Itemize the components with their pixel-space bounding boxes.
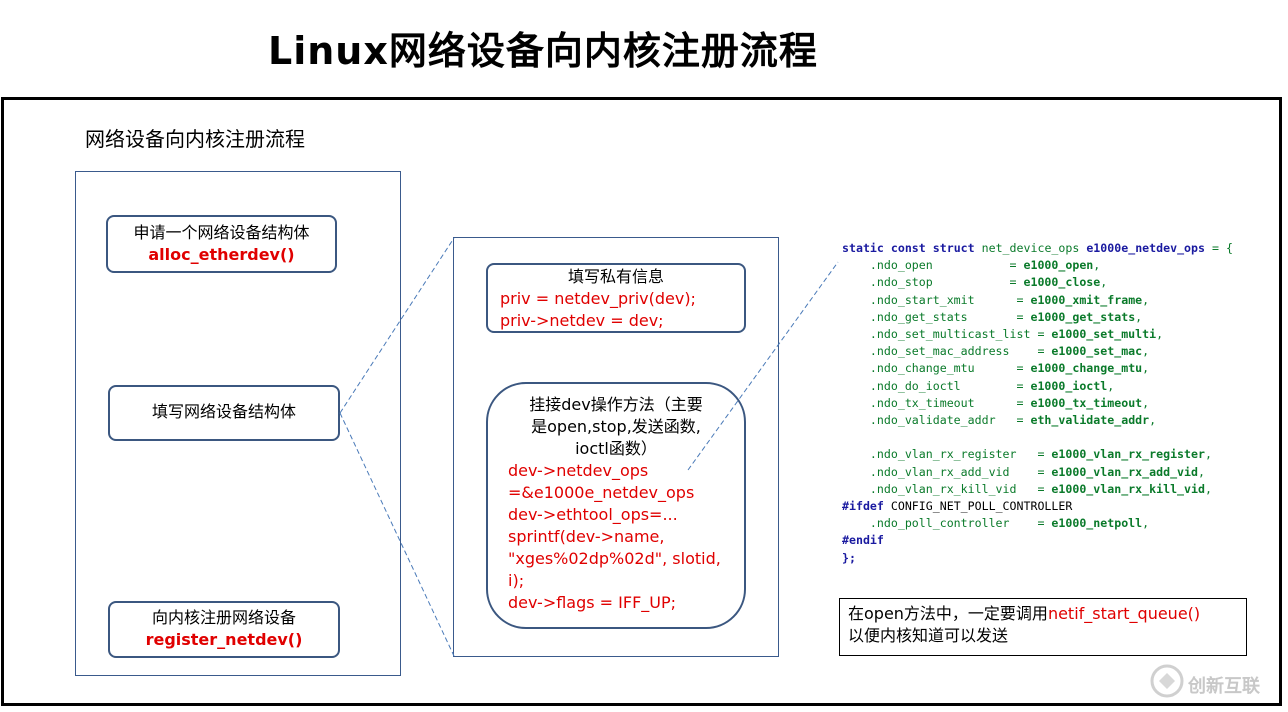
page-title: Linux网络设备向内核注册流程 xyxy=(268,29,818,73)
ops-code-line: dev->ethtool_ops=... xyxy=(508,505,678,524)
note-text: 在open方法中，一定要调用 xyxy=(848,604,1048,623)
code-text: , xyxy=(1142,292,1150,307)
code-field-name: .ndo_tx_timeout = xyxy=(842,395,1031,410)
code-field-name: .ndo_get_stats = xyxy=(842,309,1031,324)
code-field-value: e1000_open xyxy=(1023,258,1094,273)
code-field-name: .ndo_do_ioctl = xyxy=(842,378,1031,393)
code-field-name: .ndo_open = xyxy=(842,258,1024,273)
ops-code-line: dev->flags = IFF_UP; xyxy=(508,593,677,612)
code-field-value: e1000_close xyxy=(1023,275,1101,290)
code-text: , xyxy=(1149,413,1157,428)
code-closing: }; xyxy=(842,550,856,565)
ops-code-line: i); xyxy=(508,571,525,590)
alloc-step-box: 申请一个网络设备结构体 alloc_etherdev() xyxy=(106,215,337,273)
ops-code-line: dev->netdev_ops xyxy=(508,461,649,480)
ops-code-line: sprintf(dev->name, xyxy=(508,527,665,546)
watermark-logo: 创新互联 xyxy=(1150,664,1280,704)
ops-heading-line2: 是open,stop,发送函数, xyxy=(531,417,701,436)
code-field-value: e1000_vlan_rx_add_vid xyxy=(1051,464,1198,479)
code-text: = { xyxy=(1205,241,1233,255)
code-text: , xyxy=(1135,309,1143,324)
diagram-frame xyxy=(1,97,1282,706)
ops-box: 挂接dev操作方法（主要 是open,stop,发送函数, ioctl函数） d… xyxy=(486,382,746,629)
code-field-name: .ndo_stop = xyxy=(842,275,1024,290)
note-function: netif_start_queue() xyxy=(1047,604,1201,623)
code-field-name: .ndo_start_xmit = xyxy=(842,292,1031,307)
code-field-name: .ndo_poll_controller = xyxy=(842,516,1052,531)
code-field-name: .ndo_set_multicast_list = xyxy=(842,327,1052,342)
private-info-line1: priv = netdev_priv(dev); xyxy=(500,289,696,308)
fill-step-label: 填写网络设备结构体 xyxy=(151,402,296,421)
ops-heading-line1: 挂接dev操作方法（主要 xyxy=(529,395,703,414)
code-preprocessor-symbol: CONFIG_NET_POLL_CONTROLLER xyxy=(883,499,1073,514)
watermark-icon xyxy=(1150,664,1184,698)
code-preprocessor: #endif xyxy=(842,533,884,548)
code-text: , xyxy=(1093,258,1101,273)
code-field-value: e1000_change_mtu xyxy=(1030,361,1143,376)
ops-code-line: "xges%02dp%02d", slotid, xyxy=(508,549,721,568)
code-text: , xyxy=(1142,361,1150,376)
code-field-value: e1000_set_mac xyxy=(1051,344,1143,359)
netdev-ops-code: static const struct net_device_ops e1000… xyxy=(842,240,1233,567)
code-field-name: .ndo_vlan_rx_register = xyxy=(842,447,1052,462)
connector-fill-to-panel-top xyxy=(339,237,455,414)
code-field-value: e1000_ioctl xyxy=(1030,378,1108,393)
code-field-name: .ndo_vlan_rx_kill_vid = xyxy=(842,481,1052,496)
register-step-function: register_netdev() xyxy=(145,630,303,649)
code-field-value: e1000_tx_timeout xyxy=(1030,395,1143,410)
code-field-value: e1000_get_stats xyxy=(1030,309,1136,324)
code-keyword: struct xyxy=(932,241,975,255)
code-preprocessor: #ifdef xyxy=(842,499,884,514)
code-field-name: .ndo_set_mac_address = xyxy=(842,344,1052,359)
code-field-value: e1000_vlan_rx_register xyxy=(1051,447,1205,462)
ops-heading-line3: ioctl函数） xyxy=(575,439,657,458)
note-box: 在open方法中，一定要调用netif_start_queue() 以便内核知道… xyxy=(839,598,1247,656)
detail-panel xyxy=(453,237,779,657)
alloc-step-function: alloc_etherdev() xyxy=(148,245,295,264)
code-text: , xyxy=(1142,344,1150,359)
code-field-value: e1000_vlan_rx_kill_vid xyxy=(1051,481,1205,496)
code-field-name: .ndo_validate_addr = xyxy=(842,413,1031,428)
code-text: , xyxy=(1107,378,1115,393)
code-field-value: e1000_set_multi xyxy=(1051,327,1157,342)
flow-panel xyxy=(75,171,401,676)
connector-fill-to-panel-bottom xyxy=(339,412,455,657)
code-text: , xyxy=(1142,516,1150,531)
code-text: net_device_ops xyxy=(974,241,1087,255)
register-step-label: 向内核注册网络设备 xyxy=(151,608,296,627)
ops-code-line: =&e1000e_netdev_ops xyxy=(508,483,695,502)
register-step-box: 向内核注册网络设备 register_netdev() xyxy=(108,601,340,658)
code-text: , xyxy=(1156,327,1164,342)
code-field-value: e1000_netpoll xyxy=(1051,516,1143,531)
private-info-heading: 填写私有信息 xyxy=(567,267,664,286)
connector-ops-to-code xyxy=(687,261,839,471)
private-info-box: 填写私有信息 priv = netdev_priv(dev); priv->ne… xyxy=(486,263,746,333)
code-text: , xyxy=(1100,275,1108,290)
note-text-line2: 以便内核知道可以发送 xyxy=(848,626,1009,645)
code-text: , xyxy=(1204,481,1212,496)
watermark-text: 创新互联 xyxy=(1188,676,1260,697)
diagram-subtitle: 网络设备向内核注册流程 xyxy=(85,127,305,151)
code-field-value: eth_validate_addr xyxy=(1030,413,1150,428)
code-text: , xyxy=(1204,447,1212,462)
code-field-name: .ndo_change_mtu = xyxy=(842,361,1031,376)
code-struct-name: e1000e_netdev_ops xyxy=(1086,241,1205,255)
code-keyword: static const xyxy=(842,241,933,255)
code-field-value: e1000_xmit_frame xyxy=(1030,292,1143,307)
fill-step-box: 填写网络设备结构体 xyxy=(108,385,340,441)
private-info-line2: priv->netdev = dev; xyxy=(500,311,664,330)
code-text: , xyxy=(1198,464,1205,479)
code-text: , xyxy=(1142,395,1150,410)
code-field-name: .ndo_vlan_rx_add_vid = xyxy=(842,464,1052,479)
alloc-step-label: 申请一个网络设备结构体 xyxy=(133,223,310,242)
